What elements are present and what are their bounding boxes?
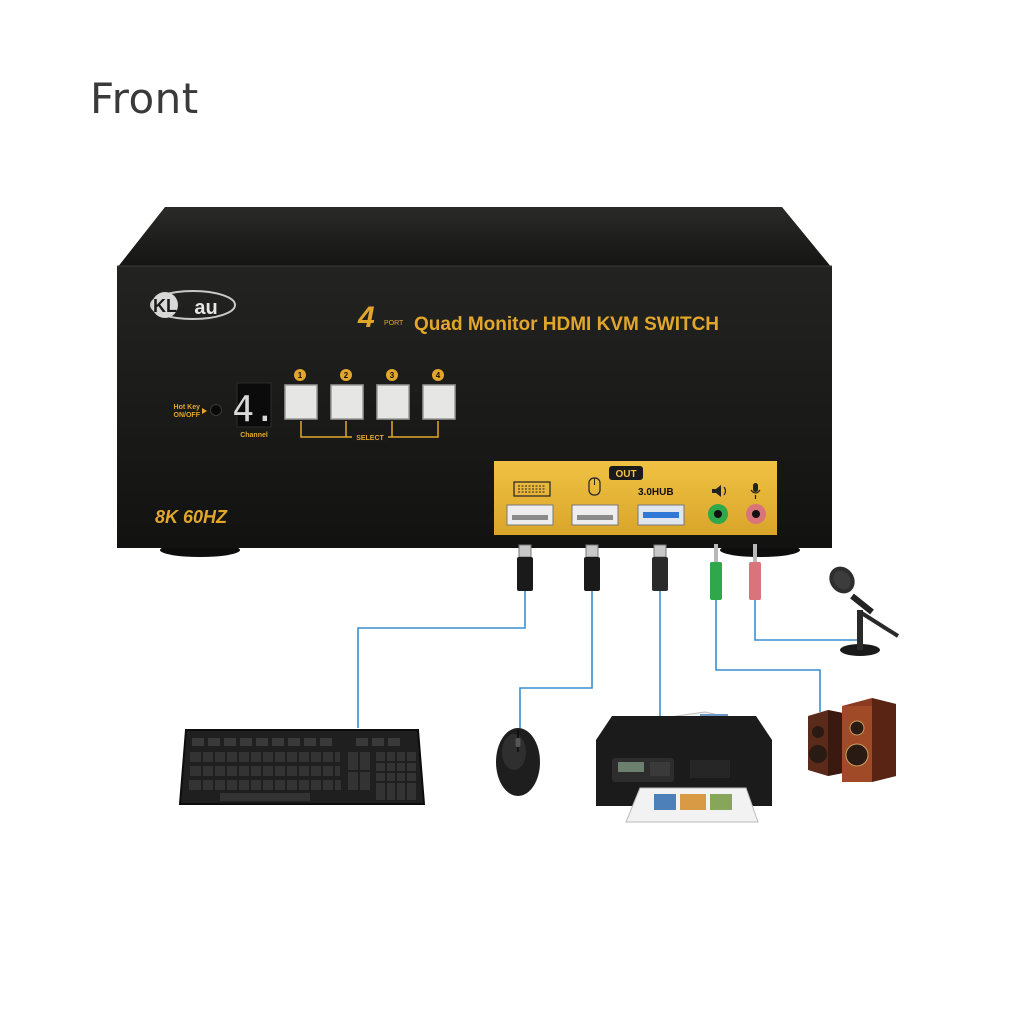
select-button-3-number: 3 bbox=[390, 371, 395, 380]
hub-label: 3.0HUB bbox=[638, 487, 674, 498]
out-badge bbox=[609, 466, 643, 480]
usb-plug-mouse bbox=[584, 544, 600, 591]
mouse-icon bbox=[496, 728, 540, 796]
speaker-port-icon bbox=[712, 485, 727, 497]
microphone-port-icon bbox=[750, 483, 761, 499]
product-title: Quad Monitor HDMI KVM SWITCH bbox=[414, 314, 719, 335]
audio-plug-green bbox=[710, 544, 722, 600]
printer-icon bbox=[596, 711, 772, 823]
usb-plug-printer bbox=[652, 544, 668, 591]
select-button-4-number: 4 bbox=[436, 371, 441, 380]
hotkey-label-2: ON/OFF bbox=[174, 412, 201, 419]
speaker-cable bbox=[715, 598, 821, 712]
usb-keyboard-port[interactable] bbox=[506, 504, 554, 526]
port-count: 4 bbox=[357, 301, 375, 334]
audio-out-jack[interactable] bbox=[708, 504, 728, 524]
audio-plug-pink bbox=[749, 544, 761, 600]
out-badge-label: OUT bbox=[615, 469, 636, 480]
brand-prefix: KL bbox=[153, 296, 177, 316]
brand-logo: KL au bbox=[150, 290, 236, 320]
device-top bbox=[117, 207, 832, 268]
resolution-label: 8K 60HZ bbox=[155, 507, 228, 527]
keyboard-cable bbox=[357, 590, 526, 728]
port-word: PORT bbox=[384, 320, 404, 327]
select-label: SELECT bbox=[356, 435, 384, 442]
usb-plug-keyboard bbox=[517, 544, 533, 591]
channel-label: Channel bbox=[240, 432, 268, 439]
usb3-hub-port[interactable] bbox=[637, 504, 685, 526]
mouse-port-icon bbox=[588, 477, 601, 496]
select-button-2[interactable]: 2 bbox=[330, 369, 364, 420]
page-title: Front bbox=[90, 74, 199, 123]
hotkey-button[interactable] bbox=[210, 404, 222, 416]
hotkey-label-1: Hot Key bbox=[174, 404, 201, 411]
brand-suffix: au bbox=[194, 297, 217, 319]
microphone-icon bbox=[829, 566, 900, 656]
microphone-cable bbox=[754, 598, 860, 641]
keyboard-icon bbox=[178, 729, 426, 805]
select-button-2-number: 2 bbox=[344, 371, 349, 380]
channel-display bbox=[236, 382, 272, 428]
select-button-4[interactable]: 4 bbox=[422, 369, 456, 420]
connection-cables bbox=[357, 590, 860, 728]
front-port-panel: OUT 3.0HUB bbox=[494, 461, 777, 535]
speakers-icon bbox=[808, 698, 896, 782]
select-buttons: 1 2 3 4 SELECT bbox=[284, 369, 456, 442]
keyboard-port-icon bbox=[513, 481, 551, 497]
hotkey-arrow-icon bbox=[202, 408, 207, 414]
mouse-cable bbox=[519, 590, 593, 728]
select-button-1-number: 1 bbox=[298, 371, 303, 380]
select-button-3[interactable]: 3 bbox=[376, 369, 410, 420]
channel-digit: 4. bbox=[232, 389, 275, 430]
usb-mouse-port[interactable] bbox=[571, 504, 619, 526]
select-button-1[interactable]: 1 bbox=[284, 369, 318, 420]
mic-in-jack[interactable] bbox=[746, 504, 766, 524]
kvm-switch-device: KL au 4 PORT Quad Monitor HDMI KVM SWITC… bbox=[117, 207, 832, 557]
